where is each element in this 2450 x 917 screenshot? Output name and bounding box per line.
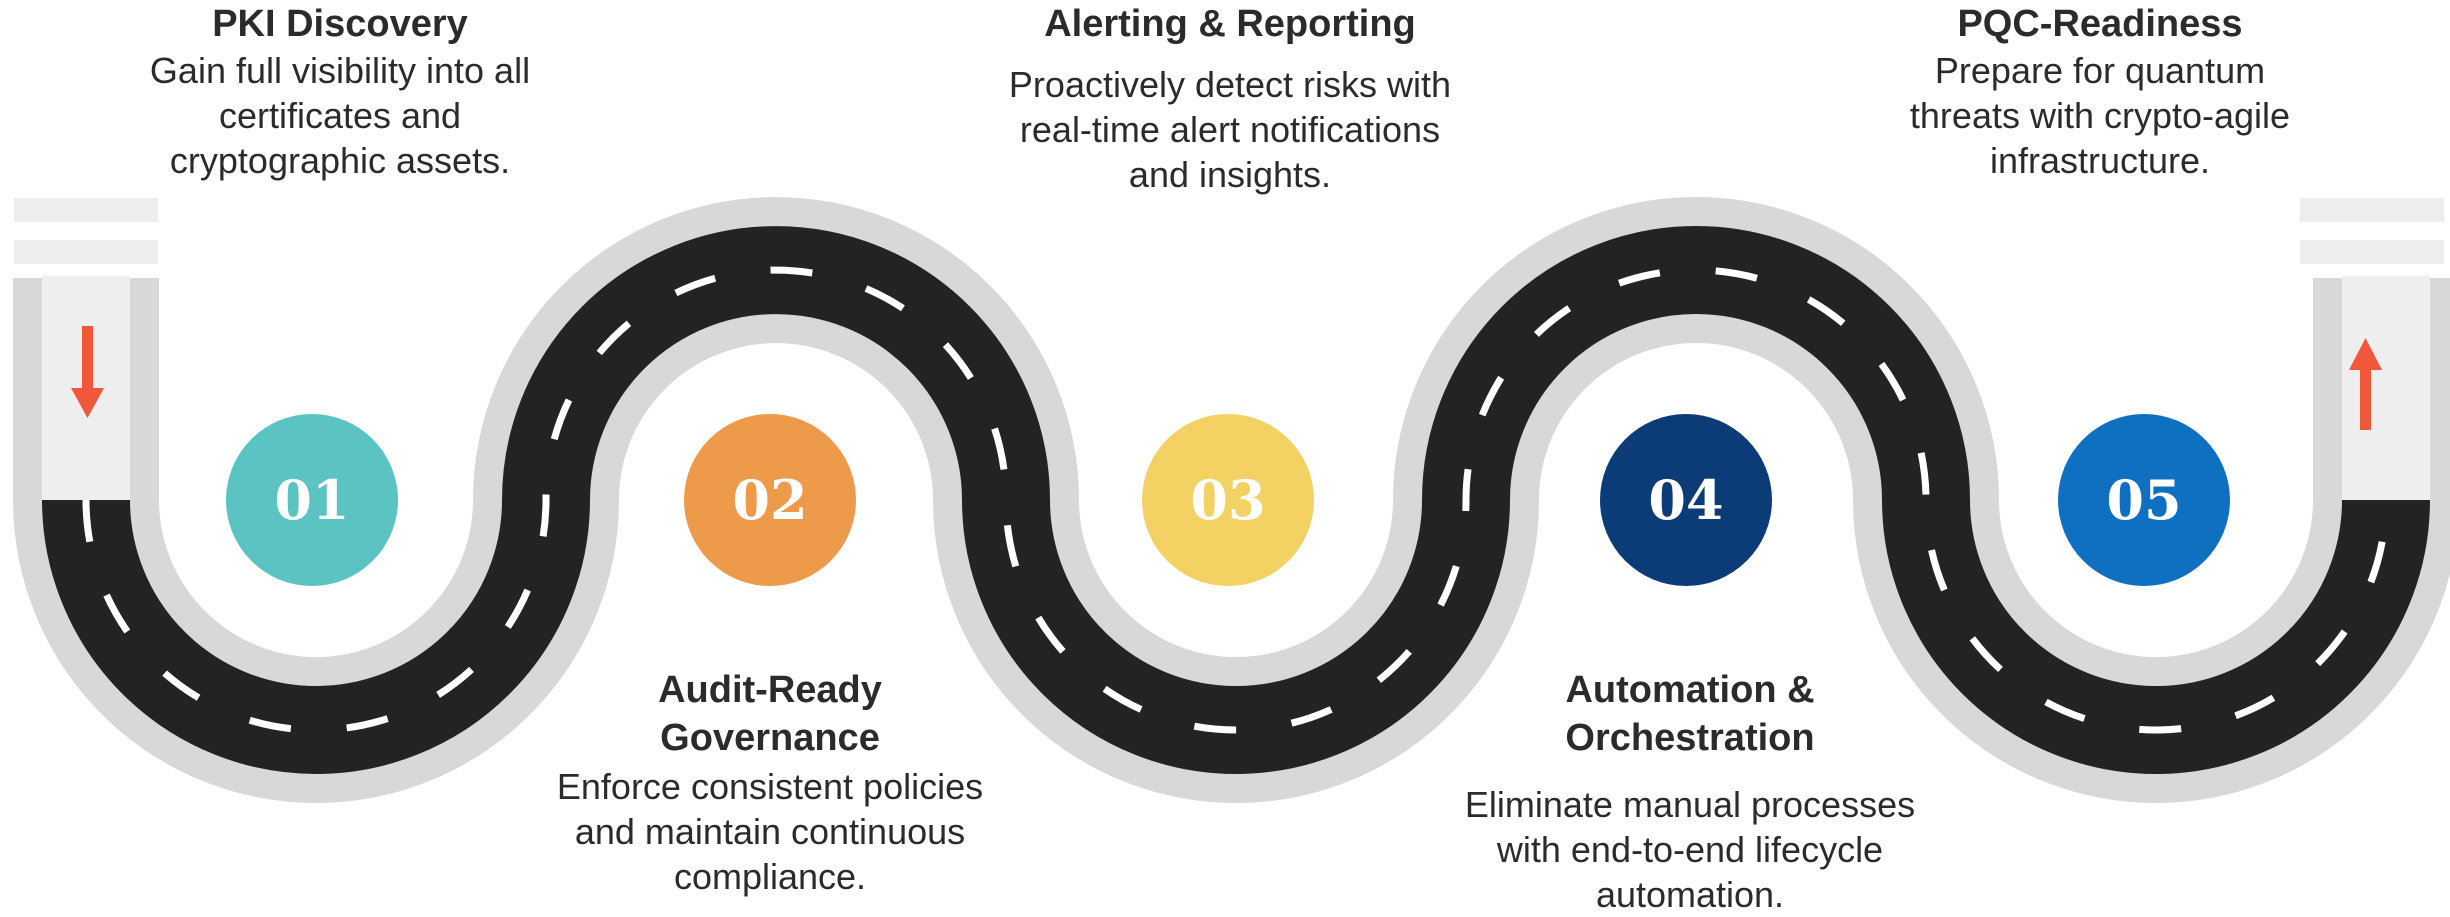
step-01-title: PKI Discovery: [212, 3, 468, 45]
step-01-badge: 01: [226, 414, 398, 586]
step-05-title: PQC-Readiness: [1957, 3, 2243, 45]
step-01-circle: [226, 414, 398, 586]
step-05-badge: 05: [2058, 414, 2230, 586]
step-03-circle: [1142, 414, 1314, 586]
road-end-stripe-bottom: [2300, 240, 2444, 264]
step-02-number: 02: [732, 468, 807, 532]
road-start-stripe-bottom: [14, 240, 158, 264]
step-05-description: Prepare for quantum threats with crypto-…: [1909, 50, 2291, 181]
step-04-description: Eliminate manual processes with end-to-e…: [1464, 784, 1916, 915]
step-04-badge: 04: [1600, 414, 1772, 586]
road-end-lane: [2342, 276, 2430, 500]
road-start-stripe-top: [14, 198, 158, 222]
step-03-badge: 03: [1142, 414, 1314, 586]
arrow-down-icon: [71, 326, 104, 418]
step-02-title: Audit-Ready Governance: [658, 669, 882, 759]
step-03-number: 03: [1190, 468, 1265, 532]
step-05-circle: [2058, 414, 2230, 586]
step-04-circle: [1600, 414, 1772, 586]
step-04-title: Automation & Orchestration: [1565, 669, 1815, 759]
step-03-title: Alerting & Reporting: [1044, 3, 1416, 45]
step-01-number: 01: [274, 468, 349, 532]
step-02-description: Enforce consistent policies and maintain…: [556, 766, 984, 897]
step-05-number: 05: [2106, 468, 2181, 532]
road-center-dashes: [82, 266, 2390, 734]
step-04-number: 04: [1648, 468, 1723, 532]
step-02-badge: 02: [684, 414, 856, 586]
step-02-circle: [684, 414, 856, 586]
step-01-description: Gain full visibility into all certificat…: [149, 50, 531, 181]
step-03-description: Proactively detect risks with real-time …: [1008, 64, 1452, 195]
road-end-stripe-top: [2300, 198, 2444, 222]
arrow-up-icon: [2349, 338, 2382, 430]
